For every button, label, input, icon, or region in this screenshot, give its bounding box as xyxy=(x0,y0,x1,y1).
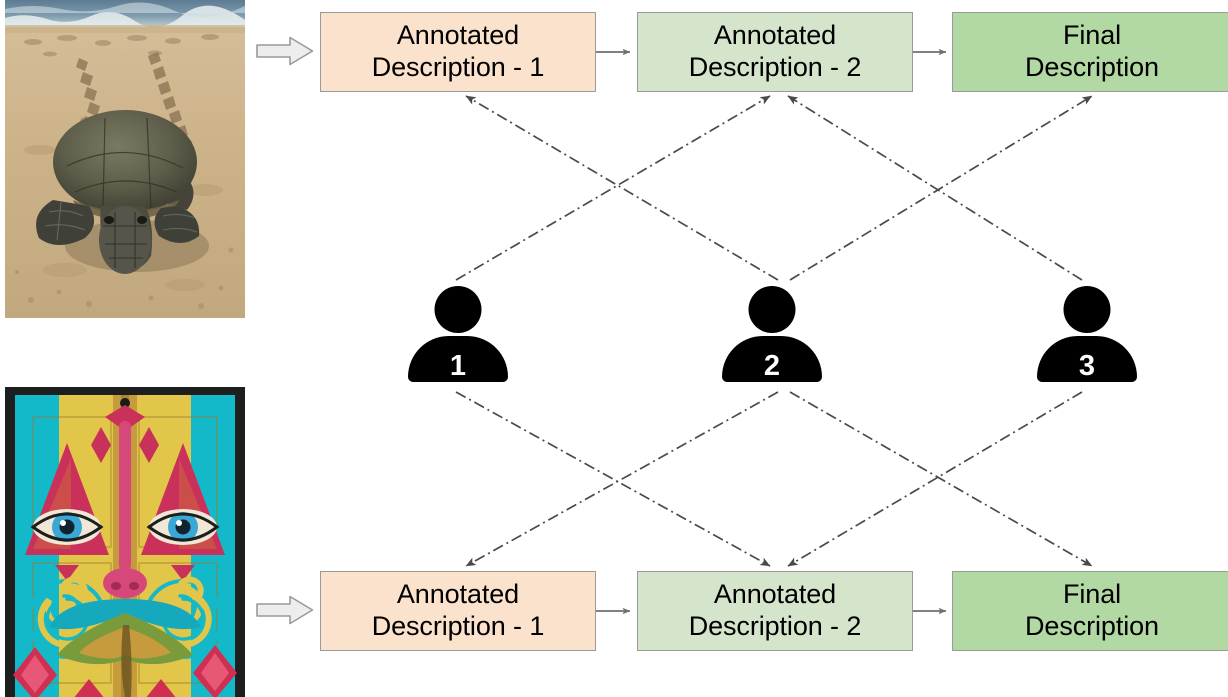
link-annotator3-to-r2-stage2 xyxy=(787,391,1083,567)
stage-box-line1: Annotated xyxy=(713,20,837,51)
stage-box-line2: Description - 1 xyxy=(371,52,545,82)
person-body-icon xyxy=(722,336,822,382)
stage-box-line2: Description - 1 xyxy=(371,611,545,641)
stage-box-final-description-bottom[interactable]: Final Description xyxy=(952,571,1228,651)
link-annotator2-to-r1-stage3 xyxy=(789,95,1093,281)
block-arrow-right-icon xyxy=(256,36,314,66)
stage-box-annotated-description-2-bottom[interactable]: Annotated Description - 2 xyxy=(637,571,913,651)
graffiti-door-photo xyxy=(5,387,245,697)
person-body-icon xyxy=(1037,336,1137,382)
annotator-number-label: 1 xyxy=(449,350,467,382)
sea-turtle-illustration xyxy=(5,0,245,318)
stage-box-line1: Final xyxy=(1062,579,1122,610)
link-annotator3-to-r1-stage2 xyxy=(787,95,1083,281)
stage-box-line1: Annotated xyxy=(713,579,837,610)
graffiti-face-illustration xyxy=(5,387,245,697)
stage-box-line1: Annotated xyxy=(396,579,520,610)
stage-box-annotated-description-2-top[interactable]: Annotated Description - 2 xyxy=(637,12,913,92)
stage-box-line2: Description - 2 xyxy=(688,611,862,641)
input-block-arrow-top xyxy=(256,36,314,66)
person-head-icon xyxy=(434,286,482,333)
input-block-arrow-bottom xyxy=(256,595,314,625)
link-annotator1-to-r1-stage2 xyxy=(455,95,771,281)
person-head-icon xyxy=(748,286,796,333)
annotator-number-label: 3 xyxy=(1078,350,1096,382)
annotator-icon-3[interactable]: 3 xyxy=(1037,286,1137,382)
stage-box-annotated-description-1-bottom[interactable]: Annotated Description - 1 xyxy=(320,571,596,651)
stage-box-line1: Annotated xyxy=(396,20,520,51)
stage-box-line2: Description xyxy=(1025,52,1159,82)
link-annotator2-to-r2-stage3 xyxy=(789,391,1093,567)
annotator-icon-2[interactable]: 2 xyxy=(722,286,822,382)
person-body-icon xyxy=(408,336,508,382)
annotator-number-label: 2 xyxy=(763,350,781,382)
link-annotator2-to-r2-stage1 xyxy=(465,391,779,567)
stage-box-line1: Final xyxy=(1062,20,1122,51)
annotator-icon-1[interactable]: 1 xyxy=(408,286,508,382)
link-annotator1-to-r2-stage2 xyxy=(455,391,771,567)
person-head-icon xyxy=(1063,286,1111,333)
block-arrow-right-icon xyxy=(256,595,314,625)
stage-box-line2: Description - 2 xyxy=(688,52,862,82)
stage-box-final-description-top[interactable]: Final Description xyxy=(952,12,1228,92)
link-annotator2-to-r1-stage1 xyxy=(465,95,779,281)
stage-box-line2: Description xyxy=(1025,611,1159,641)
sea-turtle-beach-photo xyxy=(5,0,245,318)
stage-box-annotated-description-1-top[interactable]: Annotated Description - 1 xyxy=(320,12,596,92)
